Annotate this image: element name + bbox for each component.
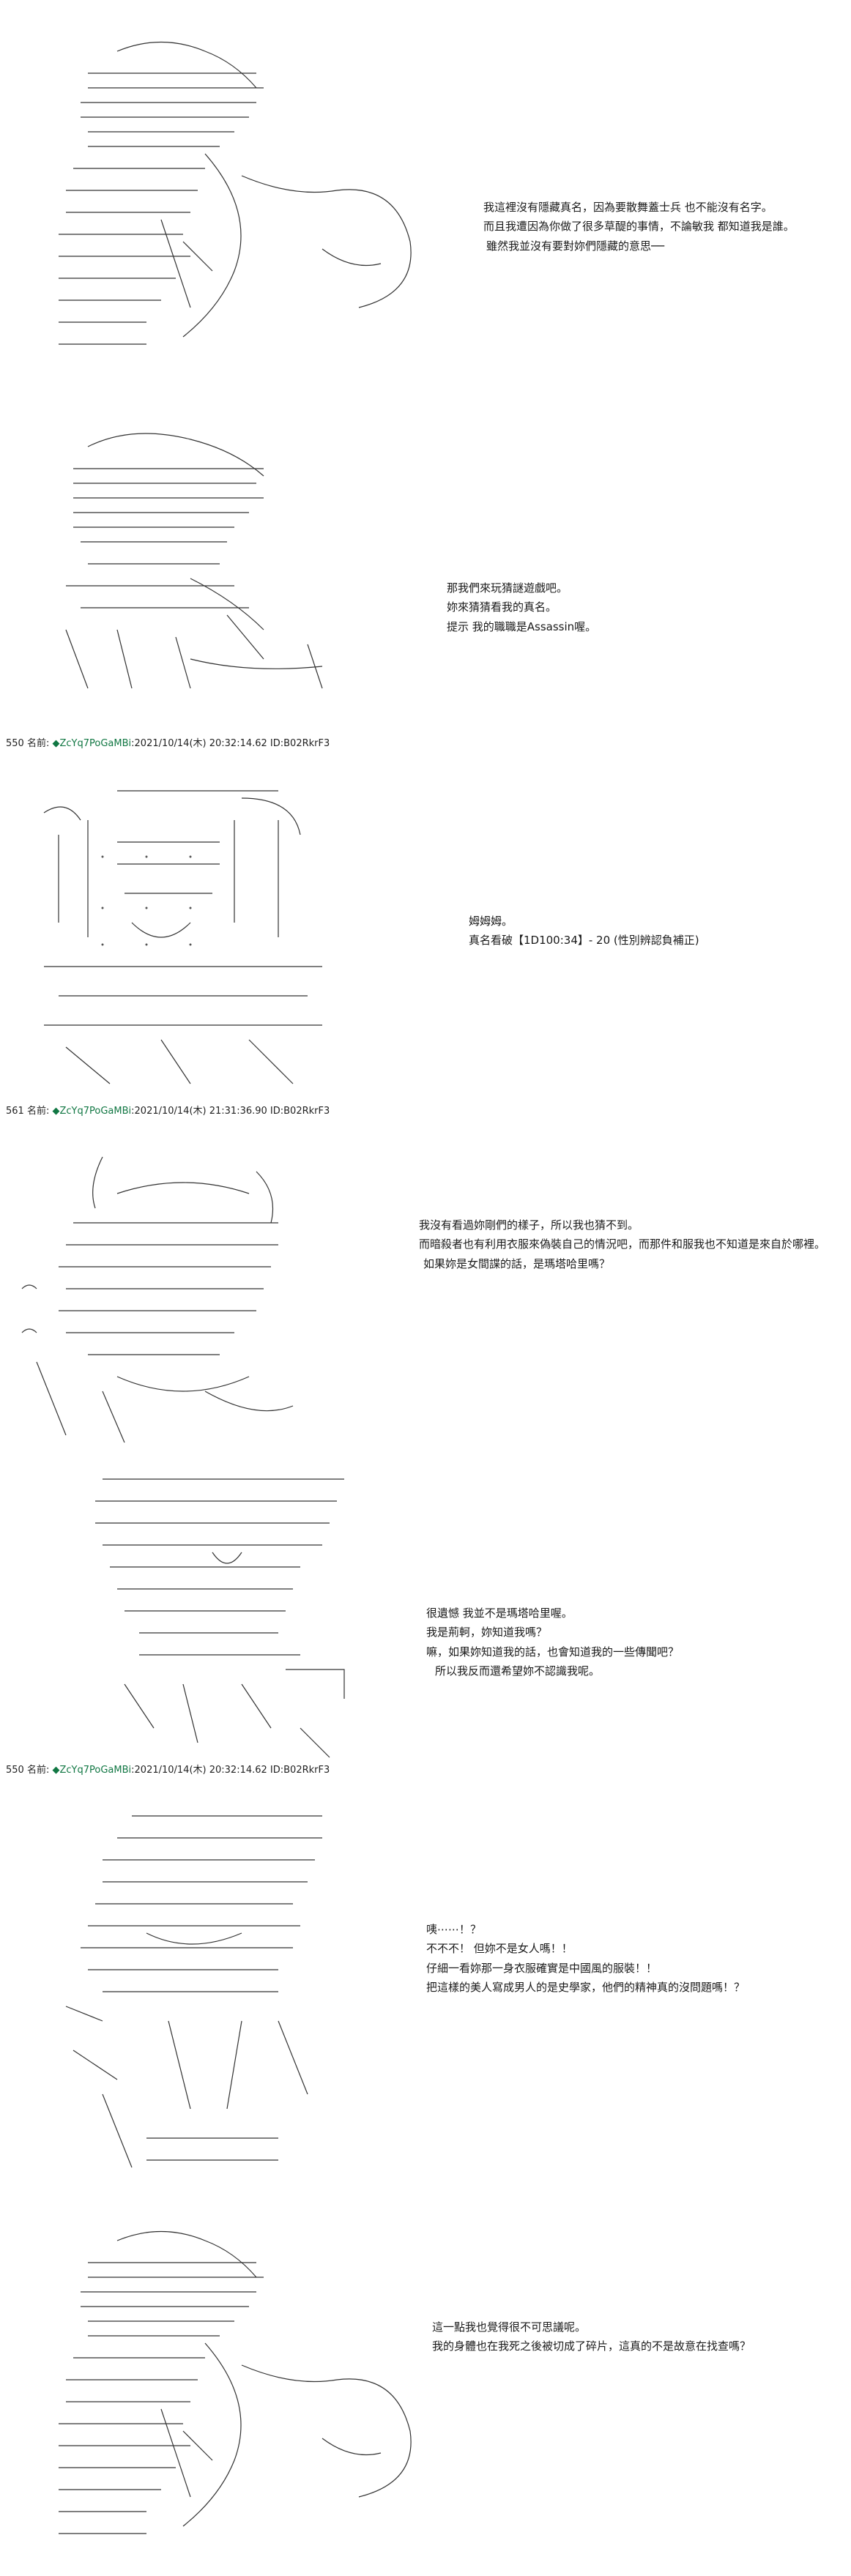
dialog-line: 如果妳是女間諜的話，是瑪塔哈里嗎？ <box>423 1257 611 1270</box>
panel-1: 我這裡沒有隱藏真名，因為要散舞蓋士兵 也不能沒有名字。 而且我遭因為你做了很多草… <box>0 0 851 381</box>
dialog-line: 很遺憾 我並不是瑪塔哈里喔。 <box>426 1607 573 1620</box>
dialog-line: 姆姆姆。 <box>469 915 513 928</box>
panel-7: 這一點我也覺得很不可思議呢。 我的身體也在我死之後被切成了碎片，這真的不是故意在… <box>0 2211 851 2576</box>
ascii-art-character-5 <box>81 1464 374 1772</box>
dialog-panel-6: 咦⋯⋯！？ 不不不！ 但妳不是女人嗎！！ 仔細一看妳那一身衣服確實是中國風的服裝… <box>426 1920 745 1997</box>
ascii-art-character-3 <box>15 776 366 1091</box>
dialog-line: 而暗殺者也有利用衣服來偽裝自己的情況吧，而那件和服我也不知道是來自於哪裡。 <box>419 1237 826 1251</box>
dialog-line: 咦⋯⋯！？ <box>426 1923 482 1936</box>
panel-2: 那我們來玩猜謎遊戲吧。 妳來猜猜看我的真名。 提示 我的職職是Assassin喔… <box>0 395 851 732</box>
dialog-panel-5: 很遺憾 我並不是瑪塔哈里喔。 我是荊軻，妳知道我嗎？ 嘛，如果妳知道我的話，也會… <box>426 1604 679 1680</box>
dialog-panel-4: 我沒有看過妳剛們的樣子，所以我也猜不到。 而暗殺者也有利用衣服來偽裝自己的情況吧… <box>419 1216 825 1273</box>
dialog-line: 真名看破【1D100:34】- 20 (性別辨認負補正) <box>469 934 699 948</box>
dialog-panel-1: 我這裡沒有隱藏真名，因為要散舞蓋士兵 也不能沒有名字。 而且我遭因為你做了很多草… <box>483 198 795 256</box>
dialog-line: 我這裡沒有隱藏真名，因為要散舞蓋士兵 也不能沒有名字。 <box>483 201 773 214</box>
dialog-line: 所以我反而還希望妳不認識我呢。 <box>435 1664 601 1678</box>
panel-6: 咦⋯⋯！？ 不不不！ 但妳不是女人嗎！！ 仔細一看妳那一身衣服確實是中國風的服裝… <box>0 1787 851 2197</box>
panel-5: 很遺憾 我並不是瑪塔哈里喔。 我是荊軻，妳知道我嗎？ 嘛，如果妳知道我的話，也會… <box>0 1457 851 1779</box>
dialog-line: 我是荊軻，妳知道我嗎？ <box>426 1626 548 1639</box>
dialog-line: 那我們來玩猜謎遊戲吧。 <box>447 581 568 595</box>
dialog-line: 而且我遭因為你做了很多草醍的事情，不論敏我 都知道我是誰。 <box>483 220 795 234</box>
dialog-panel-7: 這一點我也覺得很不可思議呢。 我的身體也在我死之後被切成了碎片，這真的不是故意在… <box>432 2318 751 2356</box>
dialog-line: 雖然我並沒有要對妳們隱藏的意思── <box>486 239 665 253</box>
post-header: 550 名前: ◆ZcYq7PoGaMBi:2021/10/14(木) 20:3… <box>6 1765 330 1776</box>
ascii-art-character-1 <box>15 29 425 366</box>
panel-4: 我沒有看過妳剛們的樣子，所以我也猜不到。 而暗殺者也有利用衣服來偽裝自己的情況吧… <box>0 1128 851 1457</box>
dialog-panel-3: 姆姆姆。 真名看破【1D100:34】- 20 (性別辨認負補正) <box>469 912 699 950</box>
dialog-line: 妳來猜猜看我的真名。 <box>447 600 557 614</box>
dialog-line: 把這樣的美人寫成男人的是史學家，他們的精神真的沒問題嗎！？ <box>426 1980 746 1994</box>
post-header: 561 名前: ◆ZcYq7PoGaMBi:2021/10/14(木) 21:3… <box>6 1106 330 1117</box>
ascii-art-character-6 <box>59 1801 381 2182</box>
ascii-art-character-4 <box>15 1142 366 1450</box>
dialog-line: 嘛，如果妳知道我的話，也會知道我的一些傳聞吧？ <box>426 1645 680 1659</box>
post-header: 550 名前: ◆ZcYq7PoGaMBi:2021/10/14(木) 20:3… <box>6 738 330 749</box>
ascii-art-character-7 <box>15 2219 425 2570</box>
dialog-panel-2: 那我們來玩猜謎遊戲吧。 妳來猜猜看我的真名。 提示 我的職職是Assassin喔… <box>447 578 596 636</box>
dialog-line: 這一點我也覺得很不可思議呢。 <box>432 2320 587 2334</box>
ascii-art-character-2 <box>44 410 381 718</box>
panel-3: 姆姆姆。 真名看破【1D100:34】- 20 (性別辨認負補正) <box>0 762 851 1098</box>
dialog-line: 提示 我的職職是Assassin喔。 <box>447 619 597 633</box>
dialog-line: 仔細一看妳那一身衣服確實是中國風的服裝！！ <box>426 1961 658 1975</box>
dialog-line: 我沒有看過妳剛們的樣子，所以我也猜不到。 <box>419 1218 639 1232</box>
dialog-line: 不不不！ 但妳不是女人嗎！！ <box>426 1942 573 1956</box>
dialog-line: 我的身體也在我死之後被切成了碎片，這真的不是故意在找查嗎？ <box>432 2339 751 2353</box>
